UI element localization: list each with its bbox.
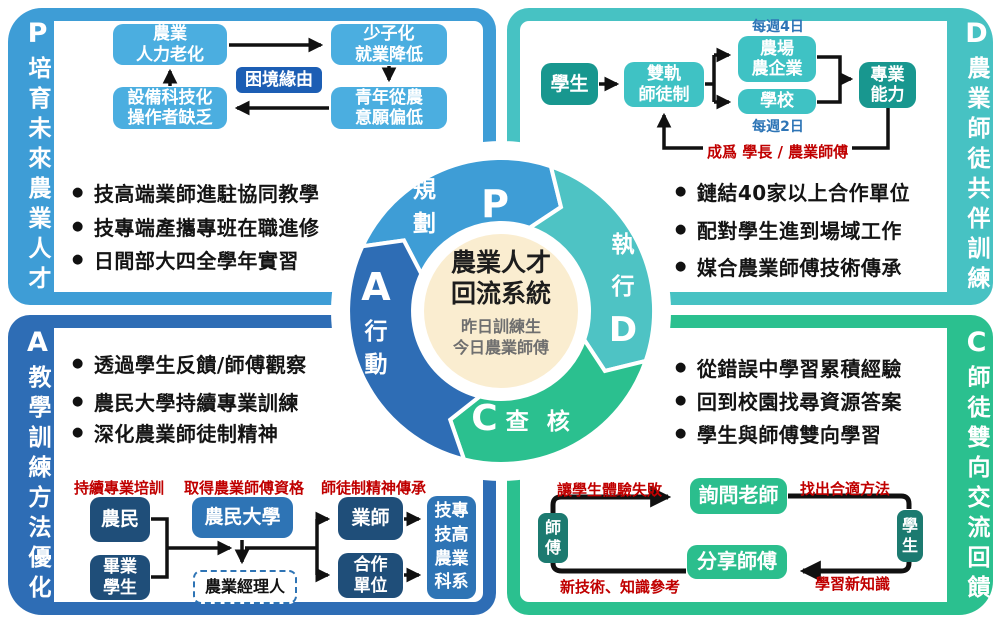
bullet-icon: ● — [72, 251, 84, 267]
bullet-icon: ● — [675, 258, 687, 274]
ring-label-do: 執 行 D — [606, 224, 640, 350]
flow-box-difficulty-cause: 困境緣由 — [236, 67, 322, 93]
bullet-text: 深化農業師徒制精神 — [93, 421, 279, 446]
ring-label-plan-text: 規 劃 — [413, 177, 442, 237]
plan-bullet-1: ● 技高端業師進駐協同教學 — [72, 179, 320, 206]
act-bullet-3: ● 深化農業師徒制精神 — [72, 419, 279, 446]
act-sidebar-label: A教學訓練方法優化 — [8, 320, 54, 612]
plan-sidebar-text: 培育未來農業人才 — [24, 55, 50, 296]
check-letter: C — [961, 327, 992, 365]
bullet-icon: ● — [72, 393, 84, 409]
bullet-icon: ● — [675, 183, 687, 199]
ring-label-act-text: 行 動 — [364, 319, 388, 378]
do-sidebar-label: D農業師徒共伴訓練 — [947, 10, 993, 303]
do-letter: D — [961, 17, 992, 56]
bullet-text: 學生與師傅雙向學習 — [696, 422, 882, 447]
flow-box-dual-apprenticeship: 雙軌 師徒制 — [624, 62, 704, 107]
do-bullet-3: ● 媒合農業師傅技術傳承 — [675, 253, 902, 280]
flow-box-farmer-university: 農民大學 — [192, 497, 293, 538]
bullet-icon: ● — [675, 221, 687, 237]
pdca-ring — [331, 141, 671, 481]
bullet-text: 回到校園找尋資源答案 — [696, 389, 902, 414]
bullet-text: 農民大學持續專業訓練 — [93, 390, 299, 415]
act-sidebar-text: 教學訓練方法優化 — [24, 365, 50, 605]
check-bullet-1: ● 從錯誤中學習累積經驗 — [675, 354, 902, 381]
flow-box-youth-unwilling: 青年從農 意願偏低 — [331, 87, 447, 129]
label-find-method: 找出合適方法 — [800, 480, 891, 498]
flow-box-farm-enterprise: 農場 農企業 — [738, 36, 816, 82]
bullet-icon: ● — [72, 184, 84, 200]
check-bullet-3: ● 學生與師傅雙向學習 — [675, 420, 882, 447]
label-spirit-inheritance: 師徒制精神傳承 — [321, 479, 427, 497]
ring-label-plan-letter: P — [481, 182, 509, 226]
ring-label-do-text: 執 行 — [611, 232, 635, 300]
act-bullet-2: ● 農民大學持續專業訓練 — [72, 388, 299, 415]
plan-bullet-2: ● 技專端產攜專班在職進修 — [72, 213, 320, 240]
check-bullet-2: ● 回到校園找尋資源答案 — [675, 387, 902, 414]
label-become-mentor: 成爲 學長 / 農業師傅 — [703, 141, 853, 162]
flow-box-master: 師 傅 — [538, 513, 568, 563]
flow-box-graduate-student: 畢業 學生 — [90, 555, 150, 600]
label-experience-failure: 讓學生體驗失敗 — [557, 481, 663, 499]
label-learn-new-knowledge: 學習新知識 — [815, 575, 891, 593]
plan-sidebar-label: P培育未來農業人才 — [8, 10, 54, 303]
ring-core-circle — [424, 234, 578, 388]
flow-box-professional-ability: 專業 能力 — [859, 62, 916, 108]
label-master-qualification: 取得農業師傅資格 — [184, 479, 305, 497]
plan-letter: P — [22, 17, 53, 56]
bullet-icon: ● — [72, 355, 84, 371]
core-title: 農業人才 回流系統 — [450, 248, 551, 308]
flow-box-aging-workforce: 農業 人力老化 — [113, 24, 227, 65]
flow-box-student-feedback: 學 生 — [897, 510, 923, 562]
ring-label-act-letter: A — [361, 265, 391, 309]
bullet-text: 從錯誤中學習累積經驗 — [696, 356, 902, 381]
core-subtitle: 昨日訓練生 今日農業師傅 — [452, 317, 549, 357]
bullet-icon: ● — [675, 359, 687, 375]
bullet-text: 技高端業師進駐協同教學 — [93, 181, 320, 206]
bullet-icon: ● — [675, 425, 687, 441]
label-4-days-per-week: 每週4日 — [752, 19, 804, 35]
flow-box-tech-operator-shortage: 設備科技化 操作者缺乏 — [113, 87, 227, 129]
flow-box-agri-manager: 農業經理人 — [193, 570, 297, 604]
ring-label-do-letter: D — [608, 310, 638, 350]
ring-label-act: A 行 動 — [357, 268, 395, 382]
do-sidebar-text: 農業師徒共伴訓練 — [963, 55, 989, 296]
flow-box-farmer: 農民 — [90, 497, 150, 542]
flow-box-declining-birthrate: 少子化 就業降低 — [331, 24, 447, 65]
label-2-days-per-week: 每週2日 — [752, 119, 804, 135]
bullet-icon: ● — [72, 424, 84, 440]
bullet-text: 技專端產攜專班在職進修 — [93, 215, 320, 240]
bullet-text: 媒合農業師傅技術傳承 — [696, 255, 902, 280]
ring-core-text: 農業人才 回流系統 昨日訓練生 今日農業師傅 — [426, 247, 576, 358]
flow-box-industry-mentor: 業師 — [338, 497, 403, 540]
act-letter: A — [22, 327, 53, 365]
flow-box-student: 學生 — [541, 63, 598, 105]
check-sidebar-text: 師徒雙向交流回饋 — [963, 365, 989, 605]
bullet-text: 日間部大四全學年實習 — [93, 248, 299, 273]
flow-box-ask-teacher: 詢問老師 — [690, 478, 787, 514]
bullet-icon: ● — [675, 392, 687, 408]
act-bullet-1: ● 透過學生反饋/師傅觀察 — [72, 350, 307, 377]
label-continuous-training: 持續專業培訓 — [74, 479, 165, 497]
flow-box-school: 學校 — [738, 89, 816, 114]
bullet-text: 透過學生反饋/師傅觀察 — [93, 352, 307, 377]
plan-bullet-3: ● 日間部大四全學年實習 — [72, 246, 299, 273]
check-sidebar-label: C師徒雙向交流回饋 — [947, 320, 993, 612]
ring-segment-act — [346, 238, 485, 463]
bullet-icon: ● — [72, 218, 84, 234]
ring-label-check-letter: C — [471, 398, 498, 439]
flow-box-agri-departments: 技專 技高 農業 科系 — [427, 496, 476, 599]
ring-label-check-text: 查 核 — [505, 408, 575, 435]
do-bullet-2: ● 配對學生進到場域工作 — [675, 216, 902, 243]
do-bullet-1: ● 鏈結40家以上合作單位 — [675, 178, 911, 205]
flow-box-share-with-master: 分享師傅 — [687, 545, 787, 579]
flow-box-partner-unit: 合作 單位 — [338, 553, 403, 598]
bullet-text: 鏈結40家以上合作單位 — [696, 180, 911, 205]
bullet-text: 配對學生進到場域工作 — [696, 218, 902, 243]
label-new-tech-reference: 新技術、知識參考 — [560, 578, 681, 596]
